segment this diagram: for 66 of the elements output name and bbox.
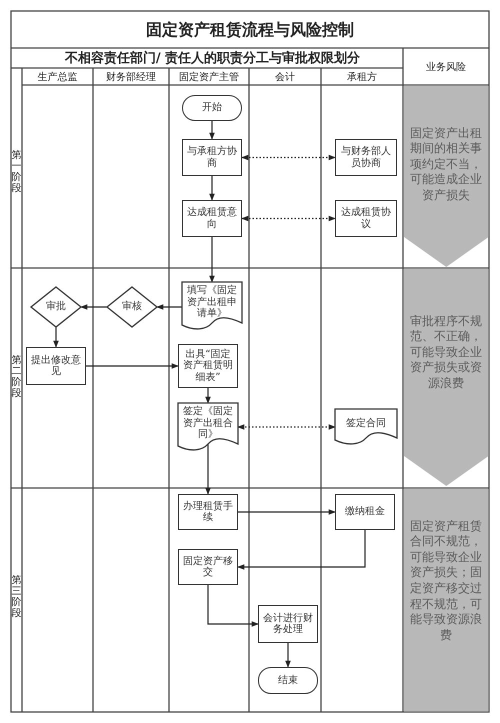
node-text: 出具“固定资产租赁明细表”: [182, 348, 234, 384]
arrow: [285, 643, 291, 668]
column-header: 生产总监: [36, 70, 78, 83]
stage-label: 第一阶段: [12, 150, 22, 196]
process-box: [178, 549, 238, 585]
process-box: [182, 139, 242, 176]
column-header: 会计: [274, 70, 296, 83]
risk-text: 固定资产出租期间的相关事项约定不当，可能造成企业资产损失: [408, 126, 483, 204]
process-box: [335, 494, 395, 530]
start-terminal: [182, 95, 242, 121]
document-shape: [182, 282, 242, 330]
node-text: 达成租赁意向: [186, 207, 238, 230]
arrow: [80, 304, 107, 310]
node-text: 开始: [201, 102, 223, 114]
node-text: 签定合同: [345, 418, 387, 430]
arrow: [241, 216, 336, 222]
decision-diamond: [31, 287, 81, 327]
document-shape: [335, 409, 397, 445]
document-shape: [178, 403, 238, 451]
node-text: 结束: [277, 674, 299, 686]
process-box: [26, 347, 86, 385]
arrow: [238, 509, 336, 515]
section-heading: 不相容责任部门/ 责任人的职责分工与审批权限划分: [64, 50, 362, 66]
node-text: 固定资产移交: [182, 556, 234, 578]
column-header: 业务风险: [425, 60, 467, 75]
risk-banner: [404, 488, 488, 712]
risk-banner: [404, 268, 488, 486]
process-box: [182, 200, 242, 237]
arrow: [205, 444, 211, 495]
node-text: 填写《固定资产出租申请单》: [186, 285, 238, 320]
node-text: 办理租赁手续: [182, 500, 234, 524]
decision-diamond: [107, 287, 157, 327]
risk-text: 审批程序不规范、不正确，可能导致企业资产损失或资源浪费: [408, 314, 483, 392]
node-text: 签定《固定资产出租合同》: [182, 406, 234, 441]
node-text: 达成租赁协议: [340, 207, 392, 230]
arrow: [237, 424, 336, 430]
node-text: 缴纳租金: [344, 506, 386, 518]
node-text: 与财务部人员协商: [340, 146, 392, 169]
end-terminal: [258, 667, 318, 694]
column-header: 承租方: [346, 70, 378, 83]
diagram-title: 固定资产租赁流程与风险控制: [145, 18, 355, 40]
node-text: 审核: [121, 301, 143, 313]
arrow: [53, 327, 59, 348]
node-text: 会计进行财务处理: [262, 612, 314, 636]
process-box: [258, 605, 318, 643]
stage-label: 第三阶段: [12, 575, 22, 621]
arrow: [207, 585, 259, 627]
column-header: 固定资产主管: [178, 70, 240, 83]
risk-text: 固定资产租赁合同不规范，可能导致企业资产损失；固定资产移交过程不规范，可能导致资源浪费: [408, 518, 483, 644]
arrow: [237, 530, 366, 570]
process-box: [335, 139, 397, 176]
arrow: [241, 154, 336, 160]
stage-label: 第二阶段: [12, 355, 22, 401]
process-box: [335, 200, 397, 237]
node-text: 与承租方协商: [186, 146, 238, 169]
process-box: [178, 494, 238, 530]
arrow: [156, 304, 182, 310]
column-header: 财务部经理: [105, 70, 157, 83]
risk-banner: [404, 86, 488, 267]
arrow: [209, 121, 215, 140]
arrow: [209, 176, 215, 201]
arrow: [205, 388, 211, 404]
node-text: 提出修改意见: [30, 354, 82, 378]
node-text: 审批: [45, 301, 67, 313]
arrow: [209, 237, 215, 283]
arrow: [86, 363, 179, 369]
